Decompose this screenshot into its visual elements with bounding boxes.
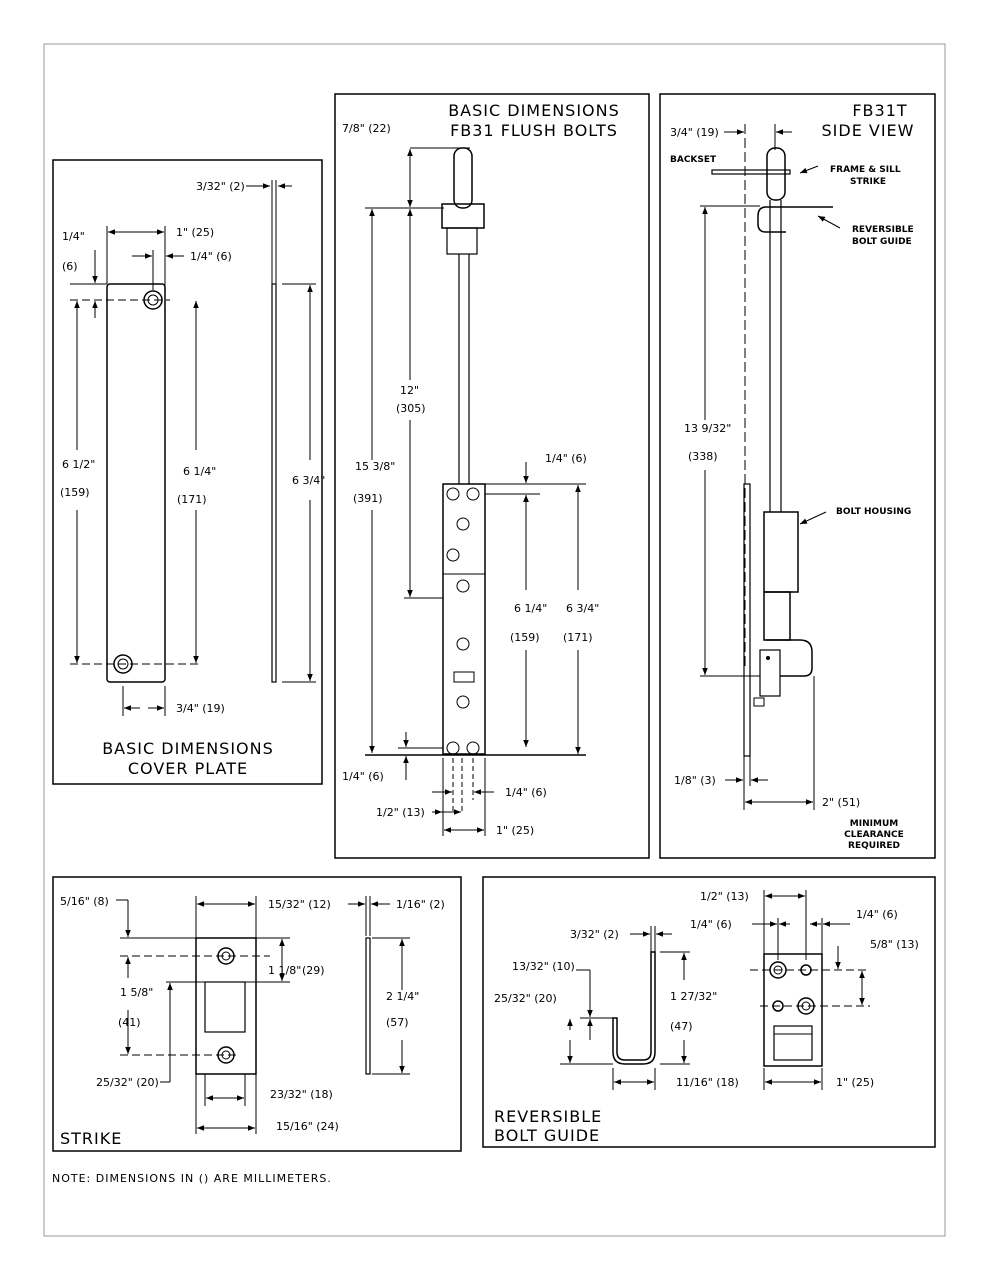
bolt-guide-title-2: BOLT GUIDE [494,1126,600,1145]
dim-side-plate: 1/8" (3) [674,774,716,787]
dim-side-clearance: 2" (51) [822,796,860,809]
side-faceplate [743,483,751,757]
bolt-guide-title-1: REVERSIBLE [494,1107,602,1126]
dim-bolt-housing-in: 6 3/4" [566,602,599,615]
cover-plate-edge-view [271,283,277,683]
callout-bolt-guide-2: BOLT GUIDE [852,237,912,247]
dim-bolt-rod-in: 12" [400,384,419,397]
dim-bolt-hole-offset: 1/4" (6) [505,786,547,799]
dim-strike-inner-width: 23/32" (18) [270,1088,333,1101]
bolt-tip [453,147,473,209]
dim-strike-length-in: 2 1/4" [386,990,419,1003]
dim-strike-length-mm: (57) [386,1016,409,1029]
dim-bolt-half-width: 1/2" (13) [376,806,425,819]
dim-guide-overall-in: 1 27/32" [670,990,717,1003]
dim-bolt-throw: 7/8" (22) [342,122,391,135]
side-view-panel: FB31T SIDE VIEW 3/4" (19) BACKSET FRAME … [659,93,936,859]
dim-bolt-width: 1" (25) [496,824,534,837]
dim-side-height-mm: (338) [688,450,718,463]
strike-title: STRIKE [60,1129,122,1148]
dim-cover-top-inset-mm: (6) [62,260,78,273]
bolt-guide-panel: REVERSIBLE BOLT GUIDE 1/2" (13) 1/4" (6)… [482,876,936,1148]
callout-frame-strike-2: STRIKE [850,177,886,187]
dim-bolt-rod-mm: (305) [396,402,426,415]
dim-strike-width: 15/32" (12) [268,898,331,911]
dim-cover-width: 1" (25) [176,226,214,239]
backset-label: BACKSET [670,155,717,165]
flush-bolt-frame [334,93,650,859]
strike-edge-view [365,937,371,1075]
dim-strike-holes-mm: (41) [118,1016,141,1029]
dim-strike-lower: 25/32" (20) [96,1076,159,1089]
dim-guide-hole-spacing: 1/4" (6) [690,918,732,931]
dim-cover-thickness: 3/32" (2) [196,180,245,193]
cover-plate-panel: 3/32" (2) 1" (25) 1/4" (6) 1/4" (6) 6 1/… [52,159,325,785]
callout-bolt-housing: BOLT HOUSING [836,507,911,517]
bolt-housing [442,483,486,755]
dim-bolt-housing-mm: (171) [563,631,593,644]
cover-plate-frame [52,159,323,785]
strike-panel: STRIKE 5/16" (8) 15/32" (12) 1/16" (2) 1… [52,876,462,1152]
strike-frame [52,876,462,1152]
side-view-title-2: SIDE VIEW [822,121,915,140]
callout-bolt-guide-1: REVERSIBLE [852,225,914,235]
dim-strike-thickness: 1/16" (2) [396,898,445,911]
reversible-bolt-guide [757,206,833,233]
dim-bolt-total-in: 15 3/8" [355,460,395,473]
dim-cover-top-inset-in: 1/4" [62,230,85,243]
dim-guide-vertical-spacing: 5/8" (13) [870,938,919,951]
dim-cover-hole-centers-in: 6 1/2" [62,458,95,471]
dim-guide-hook-width: 11/16" (18) [676,1076,739,1089]
clearance-note-2: CLEARANCE [844,830,904,840]
bolt-guide-frame [482,876,936,1148]
dim-bolt-bottom-inset: 1/4" (6) [342,770,384,783]
dim-bolt-top-inset: 1/4" (6) [545,452,587,465]
side-view-title-1: FB31T [852,101,907,120]
dim-guide-hook-depth: 25/32" (20) [494,992,557,1005]
dim-side-height-in: 13 9/32" [684,422,731,435]
dim-cover-bottom-width: 3/4" (19) [176,702,225,715]
cover-plate-title-2: COVER PLATE [128,759,248,778]
callout-frame-strike-1: FRAME & SILL [830,165,901,175]
dim-strike-outer-width: 15/16" (24) [276,1120,339,1133]
dim-cover-overall-length: 6 3/4" [292,474,325,487]
frame-sill-strike [711,169,791,175]
dim-bolt-holes-in: 6 1/4" [514,602,547,615]
dim-cover-hole-inset: 1/4" (6) [190,250,232,263]
dim-cover-hole-centers-mm: (159) [60,486,90,499]
dim-guide-top-offset: 1/2" (13) [700,890,749,903]
dim-strike-slot-mm: (29) [302,964,325,977]
dim-guide-overall-mm: (47) [670,1020,693,1033]
dim-cover-inner-length-in: 6 1/4" [183,465,216,478]
bolt-guide-hook [612,951,656,1065]
strike-plate [195,937,257,1075]
cover-plate-title-1: BASIC DIMENSIONS [102,739,274,758]
dim-bolt-holes-mm: (159) [510,631,540,644]
dim-strike-holes-in: 1 5/8" [120,986,153,999]
bolt-guide-plate [763,953,823,1067]
dim-guide-edge-offset: 1/4" (6) [856,908,898,921]
sheet-border [43,43,946,1237]
flush-bolt-panel: BASIC DIMENSIONS FB31 FLUSH BOLTS 7/8" (… [334,93,650,859]
dim-strike-edge: 5/16" (8) [60,895,109,908]
strike-slot [204,981,246,1033]
flush-bolt-title-1: BASIC DIMENSIONS [448,101,620,120]
millimeter-note: NOTE: DIMENSIONS IN () ARE MILLIMETERS. [52,1172,332,1185]
dim-backset: 3/4" (19) [670,126,719,139]
dim-cover-inner-length-mm: (171) [177,493,207,506]
clearance-note-3: REQUIRED [848,841,900,851]
dim-bolt-total-mm: (391) [353,492,383,505]
cover-plate-outline [106,283,166,683]
flush-bolt-title-2: FB31 FLUSH BOLTS [450,121,618,140]
dim-guide-thickness: 3/32" (2) [570,928,619,941]
dim-strike-slot-in: 1 1/8" [268,964,301,977]
clearance-note-1: MINIMUM [850,819,898,829]
dim-guide-width: 1" (25) [836,1076,874,1089]
side-view-frame [659,93,936,859]
dim-guide-hook-height: 13/32" (10) [512,960,575,973]
side-bolt-housing [763,511,799,593]
